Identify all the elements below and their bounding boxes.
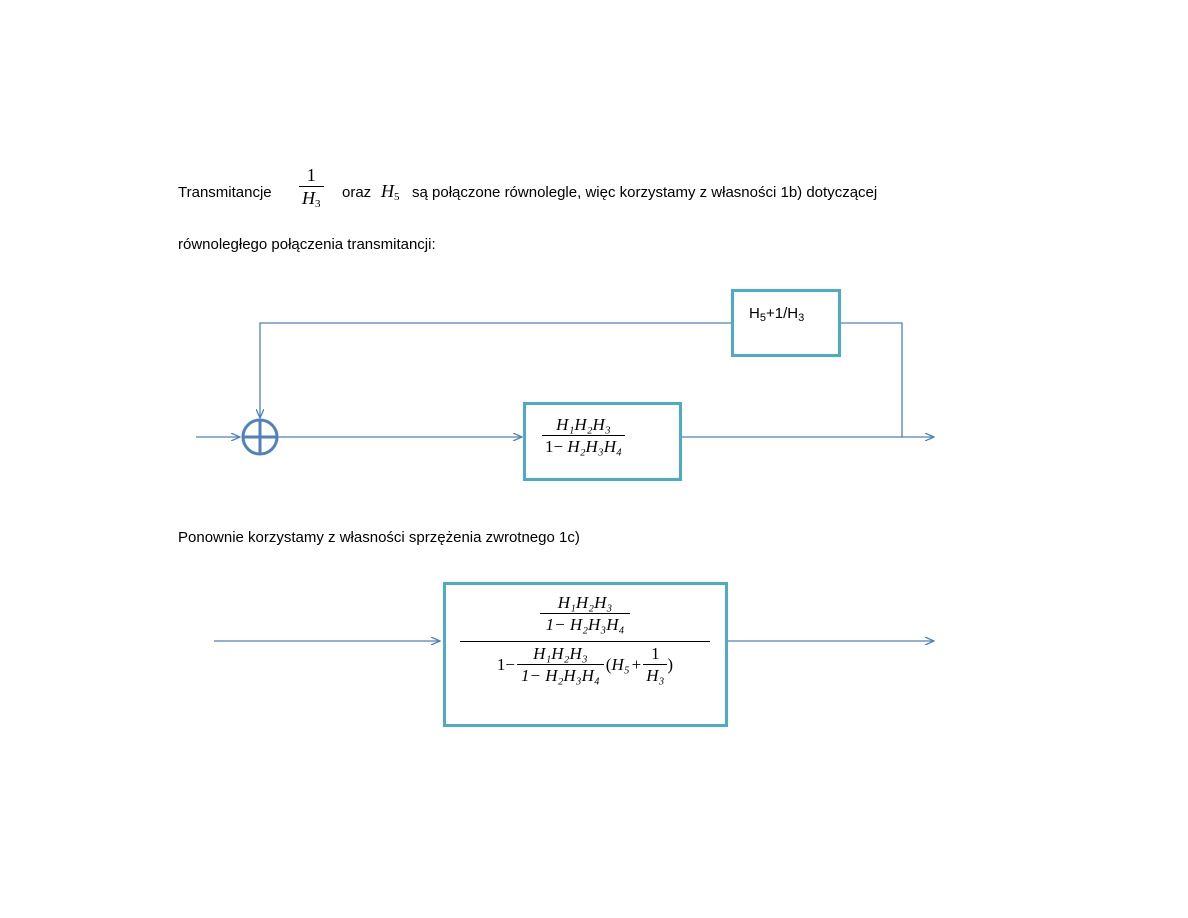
one-over-h3-fraction: 1 H₃ (643, 644, 668, 686)
main-block-fraction: H₁H₂H₃ 1− H₂H₃H₄ (542, 415, 625, 457)
result-top-numerator: H₁H₂H₃ (557, 593, 613, 612)
result-top-denominator: 1− H₂H₃H₄ (539, 613, 631, 635)
text-oraz: oraz (342, 184, 372, 201)
result-inner-denominator: 1− H₂H₃H₄ (516, 664, 604, 686)
text-transmitancje: Transmitancje (178, 184, 272, 201)
text-line2: równoległego połączenia transmitancji: (178, 236, 436, 253)
paren-open: ( (605, 655, 612, 674)
feedback-block-label: H5+1/H3 (749, 305, 805, 324)
one-over-h3-denominator: H₃ (643, 664, 668, 686)
text-ponownie: Ponownie korzystamy z własności sprzężen… (178, 529, 580, 546)
result-main-fraction-bar (460, 641, 710, 642)
feedback-path-left (260, 322, 731, 418)
result-h5: H₅ (611, 655, 630, 674)
result-bottom-prefix: 1− (496, 655, 515, 674)
main-block-denominator: 1− H₂H₃H₄ (542, 435, 625, 457)
summing-junction-icon (241, 418, 279, 456)
fraction-one-over-h3: 1 H3 (299, 165, 324, 210)
result-bottom: 1− H₁H₂H₃ 1− H₂H₃H₄ (H₅ + 1 H₃ ) (460, 644, 710, 686)
math-h5: H5 (381, 181, 400, 203)
main-block: H₁H₂H₃ 1− H₂H₃H₄ (523, 402, 682, 481)
feedback-path-right (841, 322, 903, 437)
feedback-block: H5+1/H3 (731, 289, 841, 357)
main-block-numerator: H₁H₂H₃ (556, 415, 611, 434)
text-sentence-rest: są połączone równolegle, więc korzystamy… (412, 184, 878, 201)
result-inner-numerator: H₁H₂H₃ (533, 644, 588, 663)
plus-sign: + (631, 655, 642, 674)
result-block: H₁H₂H₃ 1− H₂H₃H₄ 1− H₁H₂H₃ 1− H₂H₃H₄ (H₅… (443, 582, 728, 727)
paren-close: ) (667, 655, 674, 674)
fraction-denominator: H3 (299, 186, 324, 210)
result-inner-fraction: H₁H₂H₃ 1− H₂H₃H₄ (516, 644, 604, 686)
one-over-h3-numerator: 1 (651, 644, 660, 663)
result-fraction: H₁H₂H₃ 1− H₂H₃H₄ 1− H₁H₂H₃ 1− H₂H₃H₄ (H₅… (460, 593, 710, 686)
result-top-fraction: H₁H₂H₃ 1− H₂H₃H₄ (460, 593, 710, 635)
fraction-numerator: 1 (306, 165, 316, 185)
